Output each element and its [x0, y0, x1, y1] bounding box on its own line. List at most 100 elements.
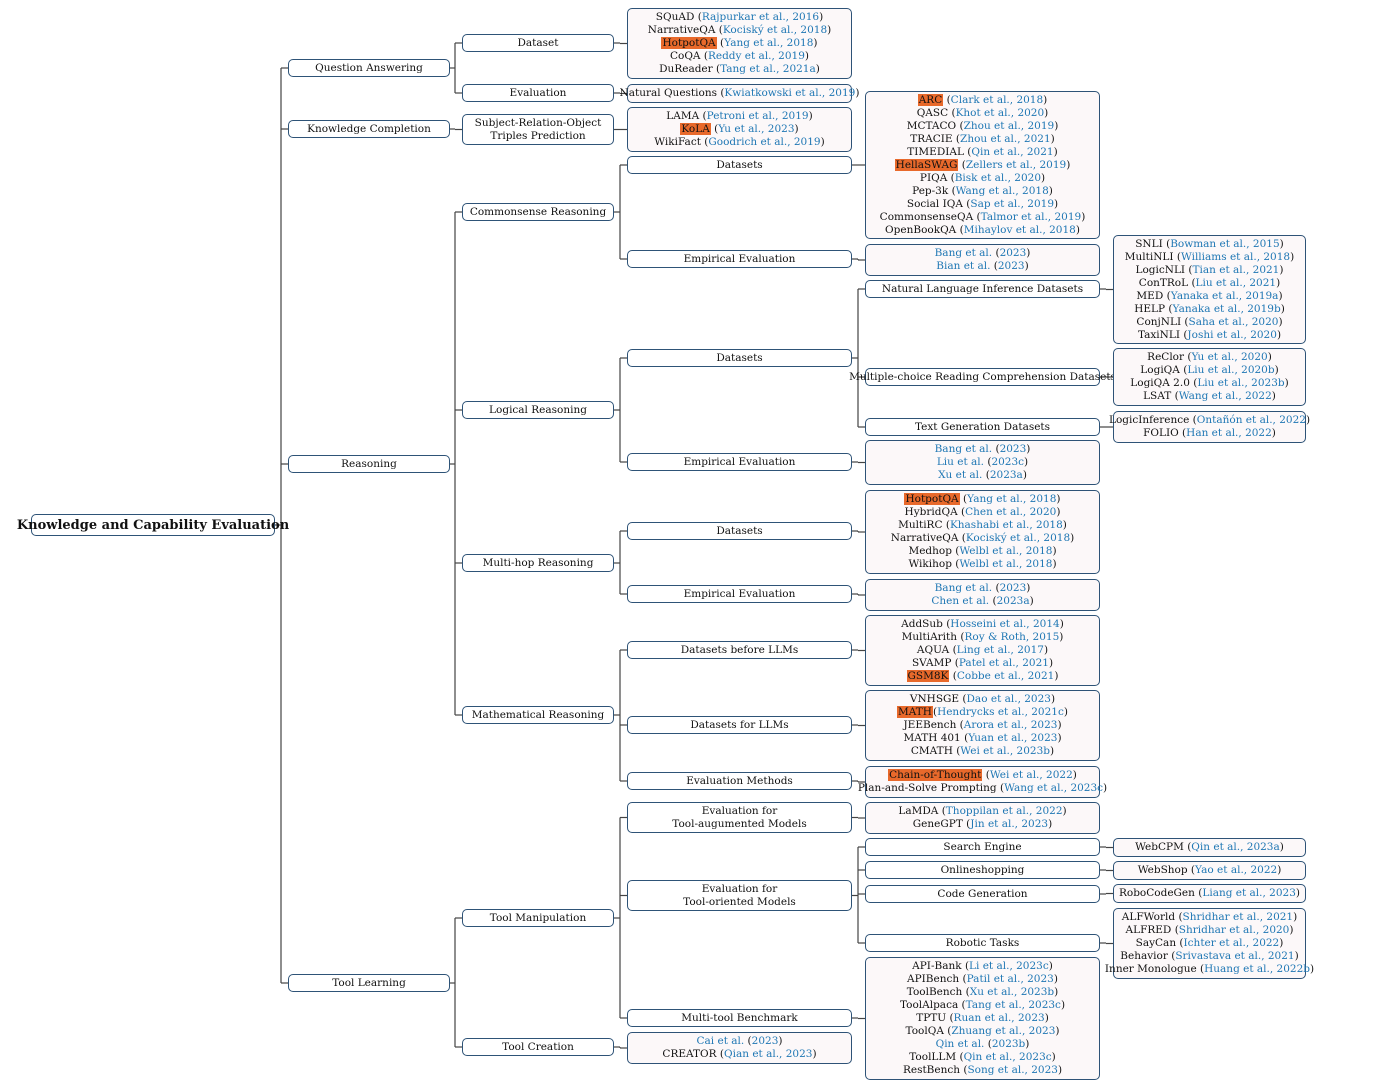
citation-link[interactable]: Srivastava et al., 2021: [1175, 950, 1295, 962]
dataset-name: TRACIE: [910, 132, 953, 145]
citation-link[interactable]: Yanaka et al., 2019b: [1172, 302, 1281, 315]
citation-link[interactable]: Yang et al., 2018: [967, 493, 1057, 505]
citation-link[interactable]: Rajpurkar et al., 2016: [701, 11, 820, 23]
citation-link[interactable]: Yu et al., 2023: [718, 123, 795, 135]
citation-author[interactable]: Bang et al.: [934, 582, 993, 594]
reference-entry: HellaSWAG (Zellers et al., 2019): [894, 158, 1071, 171]
citation-link[interactable]: Li et al., 2023c: [969, 960, 1049, 972]
citation-link[interactable]: Tang et al., 2023c: [965, 999, 1061, 1011]
citation-link[interactable]: Roy & Roth, 2015: [964, 631, 1060, 643]
citation-link[interactable]: Hosseini et al., 2014: [950, 618, 1060, 630]
citation-link[interactable]: Yanaka et al., 2019a: [1170, 289, 1279, 302]
citation-link[interactable]: Khot et al., 2020: [955, 106, 1045, 119]
citation-year[interactable]: 2023: [751, 1035, 779, 1047]
citation-link[interactable]: Clark et al., 2018: [950, 93, 1044, 106]
citation-link[interactable]: Xu et al., 2023b: [969, 986, 1055, 998]
citation-link[interactable]: Yao et al., 2022: [1195, 864, 1278, 876]
citation-link[interactable]: Han et al., 2022: [1186, 427, 1272, 439]
citation-link[interactable]: Yuan et al., 2023: [968, 732, 1058, 744]
citation-link[interactable]: Liu et al., 2020b: [1187, 364, 1275, 376]
citation-author[interactable]: Xu et al.: [938, 469, 983, 481]
citation-author[interactable]: Bian et al.: [936, 260, 991, 272]
citation-link[interactable]: Qian et al., 2023: [724, 1048, 813, 1060]
citation-year[interactable]: 2023: [997, 260, 1025, 272]
node-cs-empirical: Empirical Evaluation: [627, 250, 852, 268]
citation-author[interactable]: Bang et al.: [934, 247, 993, 259]
citation-link[interactable]: Bowman et al., 2015: [1170, 237, 1280, 250]
citation-link[interactable]: Ling et al., 2017: [956, 644, 1044, 656]
citation-link[interactable]: Zhuang et al., 2023: [951, 1025, 1056, 1037]
citation-link[interactable]: Sap et al., 2019: [970, 197, 1055, 210]
citation-link[interactable]: Ontañón et al., 2022: [1196, 414, 1306, 426]
citation-link[interactable]: Patel et al., 2021: [958, 657, 1049, 669]
citation-link[interactable]: Bisk et al., 2020: [954, 171, 1042, 184]
citation-link[interactable]: Song et al., 2023: [967, 1064, 1058, 1076]
citation-year[interactable]: 2023c: [991, 456, 1025, 468]
citation-year[interactable]: 2023a: [989, 469, 1023, 481]
citation-link[interactable]: Qin et al., 2023c: [963, 1051, 1052, 1063]
citation-link[interactable]: Kociský et al., 2018: [722, 24, 828, 36]
citation-author[interactable]: Liu et al.: [936, 456, 984, 468]
citation-link[interactable]: Qin et al., 2023a: [1191, 841, 1280, 853]
citation-link[interactable]: Zellers et al., 2019: [965, 158, 1067, 171]
citation-link[interactable]: Goodrich et al., 2019: [708, 136, 821, 148]
leaf-to-robotic: ALFWorld (Shridhar et al., 2021)ALFRED (…: [1105, 908, 1314, 979]
citation-link[interactable]: Yu et al., 2020: [1191, 351, 1268, 363]
citation-link[interactable]: Shridhar et al., 2021: [1182, 911, 1294, 923]
citation-link[interactable]: Wang et al., 2018: [955, 184, 1049, 197]
citation-link[interactable]: Huang et al., 2022b: [1204, 963, 1310, 975]
reference-entry: Social IQA (Sap et al., 2019): [906, 197, 1059, 210]
citation-author[interactable]: Bang et al.: [934, 443, 993, 455]
citation-link[interactable]: Ruan et al., 2023: [953, 1012, 1045, 1024]
citation-link[interactable]: Wei et al., 2023b: [960, 745, 1050, 757]
citation-link[interactable]: Zhou et al., 2021: [960, 132, 1051, 145]
citation-link[interactable]: Patil et al., 2023: [966, 973, 1054, 985]
node-label: Code Generation: [937, 887, 1028, 900]
citation-link[interactable]: Shridhar et al., 2020: [1178, 924, 1290, 936]
citation-link[interactable]: Arora et al., 2023: [963, 719, 1058, 731]
citation-link[interactable]: Liu et al., 2021: [1195, 276, 1277, 289]
citation-link[interactable]: Hendrycks et al., 2021c: [937, 706, 1064, 718]
citation-link[interactable]: Yang et al., 2018: [724, 37, 814, 49]
citation-link[interactable]: Khashabi et al., 2018: [949, 519, 1063, 531]
citation-link[interactable]: Kwiatkowski et al., 2019: [724, 87, 856, 99]
citation-author[interactable]: Cai et al.: [696, 1035, 745, 1047]
citation-author[interactable]: Qin et al.: [935, 1038, 985, 1050]
citation-link[interactable]: Wei et al., 2022: [989, 769, 1073, 781]
citation-link[interactable]: Zhou et al., 2019: [963, 119, 1055, 132]
citation-link[interactable]: Kociský et al., 2018: [965, 532, 1071, 544]
citation-link[interactable]: Qin et al., 2021: [971, 145, 1054, 158]
citation-link[interactable]: Williams et al., 2018: [1180, 250, 1291, 263]
citation-link[interactable]: Petroni et al., 2019: [706, 110, 809, 122]
citation-link[interactable]: Welbl et al., 2018: [959, 558, 1053, 570]
citation-link[interactable]: Thoppilan et al., 2022: [945, 805, 1063, 817]
citation-link[interactable]: Welbl et al., 2018: [959, 545, 1053, 557]
citation-link[interactable]: Tian et al., 2021: [1192, 263, 1280, 276]
reference-entry: SQuAD (Rajpurkar et al., 2016): [655, 11, 824, 23]
citation-link[interactable]: Mihaylov et al., 2018: [963, 223, 1076, 236]
citation-link[interactable]: Talmor et al., 2019: [980, 210, 1082, 223]
citation-author[interactable]: Chen et al.: [931, 595, 990, 607]
reference-entry: ToolQA (Zhuang et al., 2023): [905, 1025, 1060, 1037]
citation-year[interactable]: 2023: [999, 443, 1027, 455]
citation-link[interactable]: Cobbe et al., 2021: [956, 670, 1055, 682]
citation-link[interactable]: Reddy et al., 2019: [707, 50, 805, 62]
citation-link[interactable]: Liang et al., 2023: [1202, 887, 1296, 899]
citation-year[interactable]: 2023a: [996, 595, 1030, 607]
citation-link[interactable]: Jin et al., 2023: [970, 818, 1049, 830]
citation-link[interactable]: Tang et al., 2021a: [720, 63, 816, 75]
citation-year[interactable]: 2023: [999, 247, 1027, 259]
citation-year[interactable]: 2023: [999, 582, 1027, 594]
citation-link[interactable]: Saha et al., 2020: [1188, 315, 1279, 328]
citation-link[interactable]: Liu et al., 2023b: [1197, 377, 1285, 389]
citation-link[interactable]: Wang et al., 2023c: [1004, 782, 1104, 794]
reference-entry: CoQA (Reddy et al., 2019): [669, 50, 810, 62]
leaf-qa-datasets: SQuAD (Rajpurkar et al., 2016)NarrativeQ…: [627, 8, 852, 79]
citation-link[interactable]: Wang et al., 2022: [1178, 390, 1272, 402]
citation-link[interactable]: Dao et al., 2023: [966, 693, 1051, 705]
citation-link[interactable]: Joshi et al., 2020: [1187, 328, 1277, 341]
citation-year[interactable]: 2023b: [991, 1038, 1026, 1050]
citation-link[interactable]: Chen et al., 2020: [965, 506, 1057, 518]
citation-link[interactable]: Ichter et al., 2022: [1183, 937, 1280, 949]
dataset-name: VNHSGE: [909, 693, 960, 705]
